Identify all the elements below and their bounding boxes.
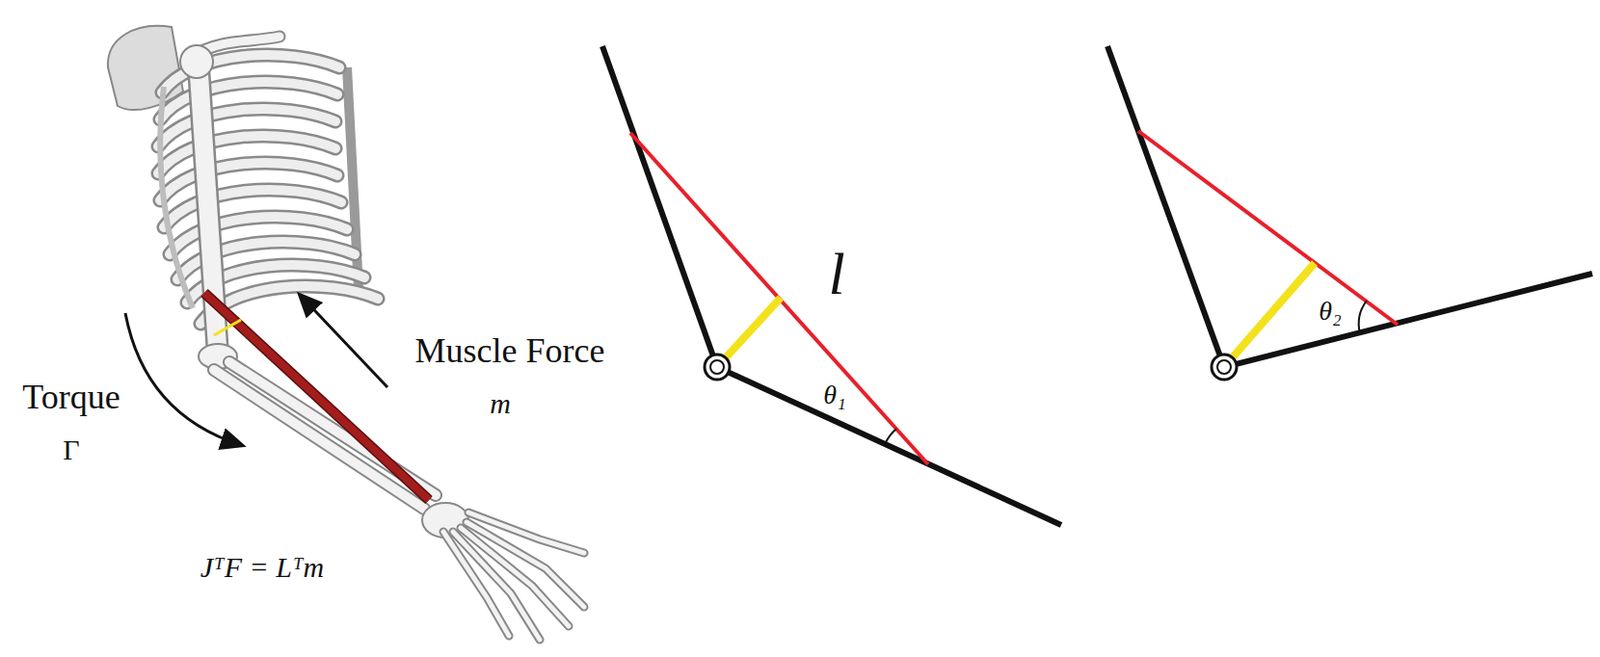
force-label: Muscle Force bbox=[415, 332, 606, 372]
forearm bbox=[213, 362, 436, 509]
torque-label: Torque bbox=[22, 378, 120, 418]
force-arrow bbox=[300, 295, 388, 388]
equation: JᵀF = Lᵀm bbox=[200, 551, 324, 584]
angle-label: θ₁ bbox=[823, 380, 847, 411]
torque-arrow bbox=[125, 313, 241, 446]
force-symbol: m bbox=[489, 387, 511, 420]
length-label: l bbox=[827, 240, 845, 307]
joint-diagram-2 bbox=[1107, 46, 1593, 380]
muscle bbox=[204, 293, 429, 501]
torque-symbol: Γ bbox=[62, 433, 80, 466]
angle-label: θ₂ bbox=[1318, 296, 1342, 327]
joint-diagram-1 bbox=[602, 46, 1062, 526]
hand bbox=[422, 503, 585, 640]
